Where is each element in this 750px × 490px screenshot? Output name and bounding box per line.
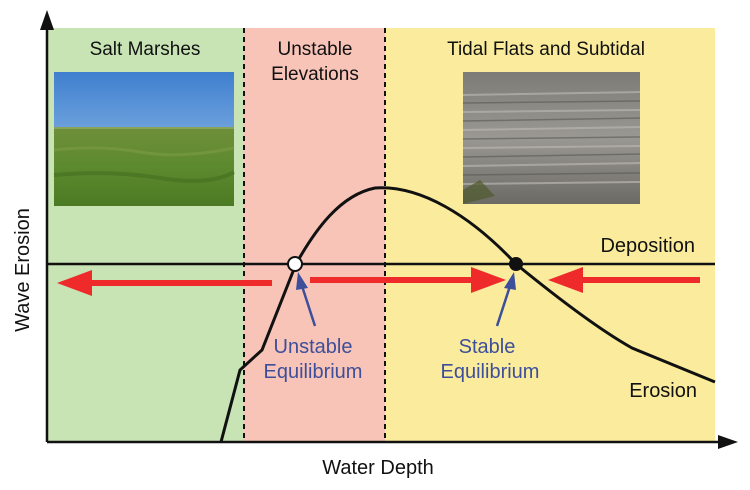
zone-title-unstable-line1: Unstable [278,39,353,60]
stable-equilibrium-point [509,257,523,271]
erosion-label: Erosion [629,380,697,402]
zone-title-tidal-flats: Tidal Flats and Subtidal [447,39,645,60]
unstable-pointer [296,272,317,327]
zone-title-unstable-line2: Elevations [271,64,359,85]
erosion-curve [219,186,716,443]
unstable-label-line1: Unstable [274,336,353,358]
unstable-equilibrium-point [287,256,303,272]
y-axis-label: Wave Erosion [12,208,34,332]
stable-label-line1: Stable [459,336,516,358]
arrow-left [57,270,272,296]
tidal-flat-photo [462,72,641,204]
stable-label-line2: Equilibrium [441,361,540,383]
unstable-label-line2: Equilibrium [264,361,363,383]
zone-title-salt-marshes: Salt Marshes [90,39,201,60]
arrow-right [548,267,700,293]
x-axis [47,435,738,449]
x-axis-label: Water Depth [322,457,434,479]
salt-marsh-photo [53,72,236,206]
stable-pointer [495,272,516,327]
arrow-middle [310,267,506,293]
y-axis [40,10,54,442]
deposition-label: Deposition [600,235,695,257]
